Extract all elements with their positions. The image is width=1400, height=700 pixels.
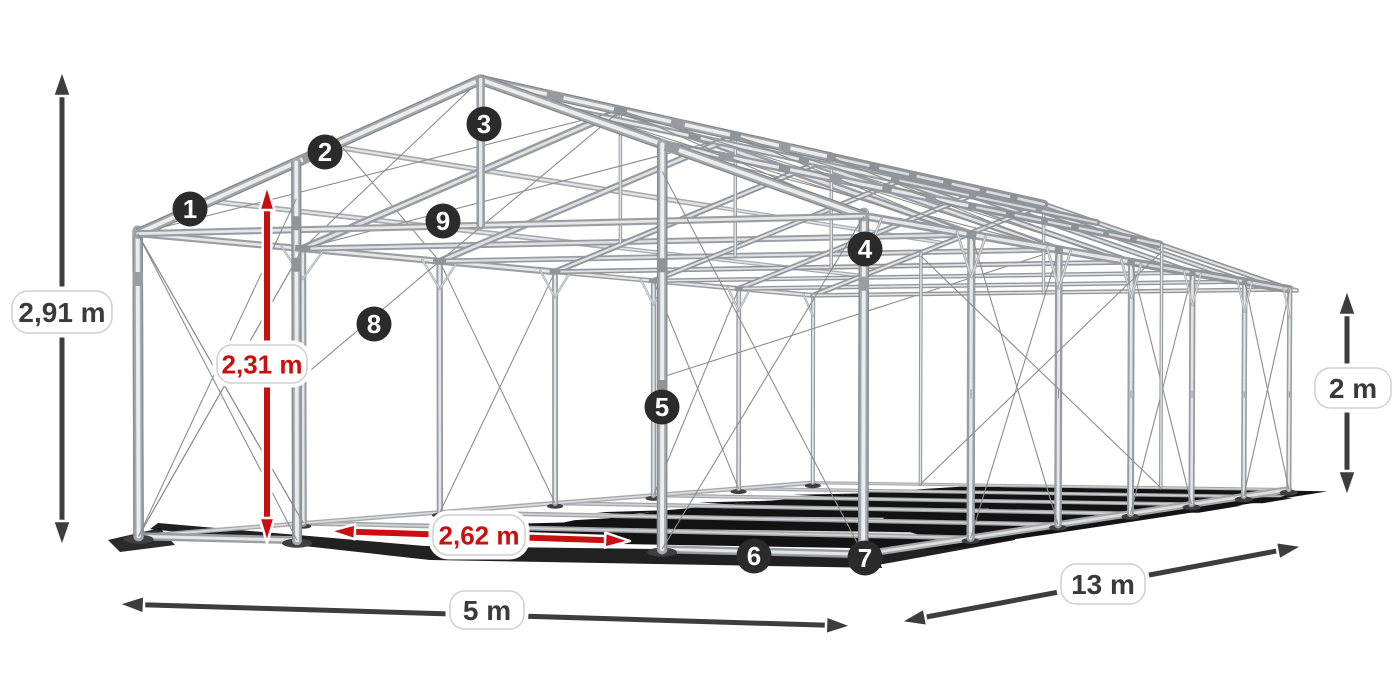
svg-text:2 m: 2 m (1329, 373, 1377, 404)
svg-text:6: 6 (747, 541, 761, 571)
svg-text:7: 7 (858, 543, 872, 573)
svg-text:5: 5 (655, 392, 669, 422)
svg-text:8: 8 (367, 309, 381, 339)
svg-text:1: 1 (183, 194, 197, 224)
svg-text:5 m: 5 m (463, 595, 511, 626)
svg-text:2,91 m: 2,91 m (18, 297, 105, 328)
svg-text:13 m: 13 m (1071, 569, 1135, 600)
svg-text:4: 4 (858, 234, 873, 264)
svg-text:9: 9 (436, 206, 450, 236)
svg-text:2,31 m: 2,31 m (222, 349, 303, 379)
svg-text:2: 2 (318, 137, 332, 167)
svg-text:2,62 m: 2,62 m (439, 520, 520, 550)
svg-text:3: 3 (477, 109, 491, 139)
